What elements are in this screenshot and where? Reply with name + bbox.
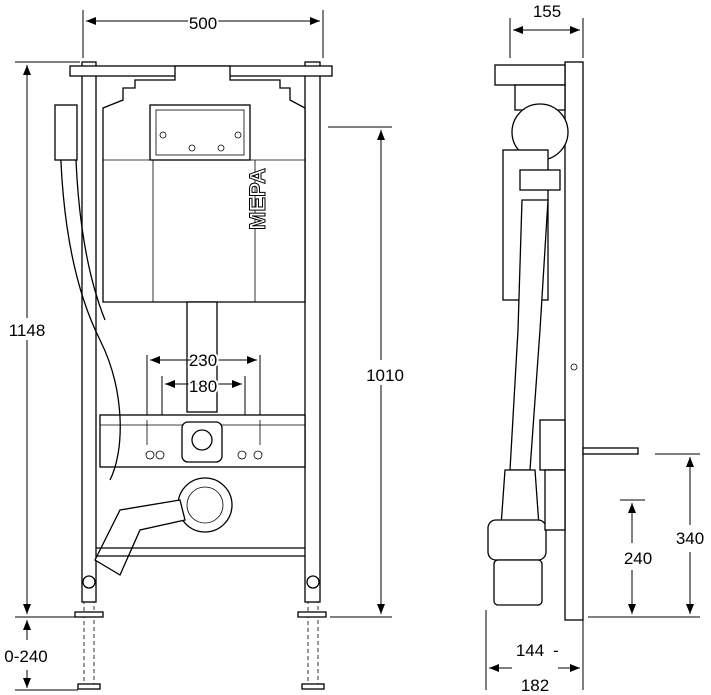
supply-hose [59,119,121,481]
side-view [487,61,639,621]
dim-drain-height: 340 [676,529,704,548]
dim-outlet-height: 240 [624,549,652,568]
dim-offset-min: 144 [516,641,544,660]
waste-pipe [94,499,186,576]
dim-side-depth: 155 [533,2,561,21]
flush-panel [149,104,251,161]
dim-fixing-height: 1010 [366,366,404,385]
right-post [304,61,321,603]
dimensions: 500 155 1148 1010 230 180 0-240 340 240 … [4,2,704,695]
drain-connector [181,421,223,463]
side-rod [582,447,639,455]
front-view: MEPA [54,61,333,690]
left-post [81,61,97,603]
side-top-bracket [494,64,566,86]
right-foot-bolt [306,575,320,589]
dim-leg-adjustment: 0-240 [4,647,47,666]
dim-bolt-spacing-outer: 230 [189,351,217,370]
cistern [102,65,306,303]
dim-offset-sep: - [553,641,559,660]
waste-elbow [177,477,233,533]
side-elbow [487,519,547,561]
mepa-logo: MEPA [245,168,270,230]
left-foot-bolt [82,575,96,589]
dim-bolt-spacing-inner: 180 [189,377,217,396]
dim-offset-max: 182 [521,676,549,695]
dim-total-height: 1148 [9,321,46,340]
side-post [564,61,584,621]
dim-frame-width: 500 [189,14,217,33]
